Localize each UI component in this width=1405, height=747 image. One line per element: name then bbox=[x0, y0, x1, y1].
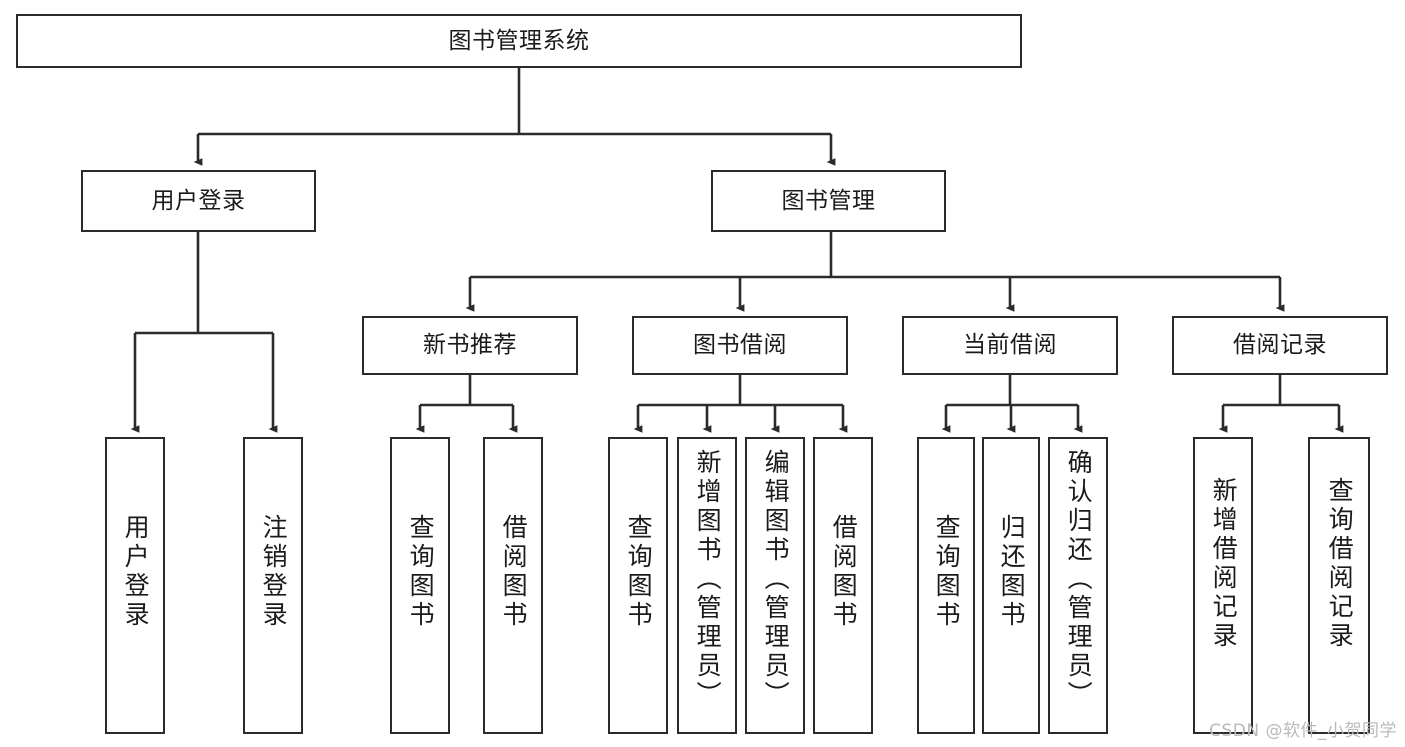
node-leaf-borrow-book-1[interactable]: 借阅图书 bbox=[483, 437, 543, 734]
node-book-borrow[interactable]: 图书借阅 bbox=[632, 316, 848, 375]
node-label: 查询借阅记录 bbox=[1325, 477, 1355, 651]
node-leaf-add-book[interactable]: 新增图书（管理员） bbox=[677, 437, 737, 734]
node-label: 图书管理系统 bbox=[448, 27, 590, 54]
node-label: 借阅图书 bbox=[829, 514, 859, 630]
node-label: 借阅图书 bbox=[499, 514, 529, 630]
node-leaf-add-record[interactable]: 新增借阅记录 bbox=[1193, 437, 1253, 734]
node-label: 确认归还（管理员） bbox=[1064, 449, 1094, 710]
node-leaf-borrow-book-2[interactable]: 借阅图书 bbox=[813, 437, 873, 734]
node-label: 图书借阅 bbox=[693, 332, 787, 359]
node-label: 查询图书 bbox=[624, 514, 654, 630]
node-leaf-user-login[interactable]: 用户登录 bbox=[105, 437, 165, 734]
node-leaf-return-book[interactable]: 归还图书 bbox=[982, 437, 1040, 734]
node-label: 新增图书（管理员） bbox=[693, 449, 723, 710]
node-leaf-user-logout[interactable]: 注销登录 bbox=[243, 437, 303, 734]
node-label: 归还图书 bbox=[997, 514, 1027, 630]
node-leaf-query-record[interactable]: 查询借阅记录 bbox=[1308, 437, 1370, 734]
node-user-login[interactable]: 用户登录 bbox=[81, 170, 316, 232]
node-label: 查询图书 bbox=[932, 514, 962, 630]
node-book-management[interactable]: 图书管理 bbox=[711, 170, 946, 232]
node-label: 用户登录 bbox=[151, 187, 246, 214]
node-book-management-system[interactable]: 图书管理系统 bbox=[16, 14, 1022, 68]
node-label: 当前借阅 bbox=[963, 332, 1057, 359]
node-leaf-edit-book[interactable]: 编辑图书（管理员） bbox=[745, 437, 805, 734]
node-label: 用户登录 bbox=[121, 514, 151, 630]
node-leaf-query-book-1[interactable]: 查询图书 bbox=[390, 437, 450, 734]
node-label: 注销登录 bbox=[259, 514, 289, 630]
node-leaf-confirm-return[interactable]: 确认归还（管理员） bbox=[1048, 437, 1108, 734]
node-label: 编辑图书（管理员） bbox=[761, 449, 791, 710]
node-new-book-recommend[interactable]: 新书推荐 bbox=[362, 316, 578, 375]
node-leaf-query-book-3[interactable]: 查询图书 bbox=[917, 437, 975, 734]
node-current-borrow[interactable]: 当前借阅 bbox=[902, 316, 1118, 375]
node-label: 新书推荐 bbox=[423, 332, 517, 359]
node-label: 借阅记录 bbox=[1233, 332, 1327, 359]
node-label: 图书管理 bbox=[781, 187, 876, 214]
node-leaf-query-book-2[interactable]: 查询图书 bbox=[608, 437, 668, 734]
node-label: 查询图书 bbox=[406, 514, 436, 630]
node-borrow-record[interactable]: 借阅记录 bbox=[1172, 316, 1388, 375]
node-label: 新增借阅记录 bbox=[1209, 477, 1239, 651]
